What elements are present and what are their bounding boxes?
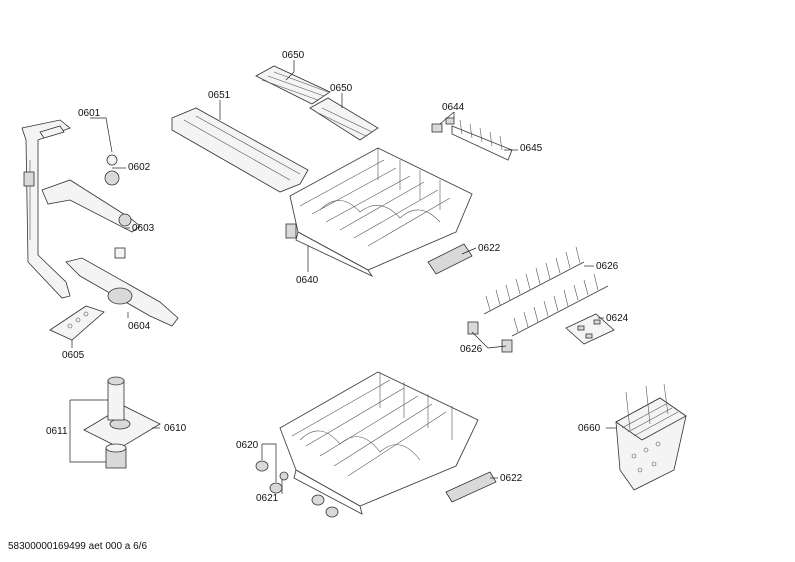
spray-pipe — [21, 119, 71, 299]
label-0650-top: 0650 — [282, 50, 305, 61]
label-0640: 0640 — [296, 275, 319, 286]
label-0626-upper: 0626 — [596, 261, 619, 272]
label-0610: 0610 — [164, 423, 187, 434]
filter-assembly — [83, 376, 161, 469]
lower-basket — [279, 371, 479, 515]
cutlery-basket-0660 — [615, 383, 687, 491]
label-0645: 0645 — [520, 143, 543, 154]
label-0611: 0611 — [46, 426, 68, 437]
label-0602: 0602 — [128, 162, 151, 173]
label-0605: 0605 — [62, 350, 85, 361]
cutlery-tray-0651 — [171, 107, 309, 193]
label-0660: 0660 — [578, 423, 601, 434]
label-0620: 0620 — [236, 440, 259, 451]
document-footer: 58300000169499 aet 000 a 6/6 — [8, 541, 148, 552]
leader-lines — [69, 60, 616, 494]
clip-0644 — [431, 117, 455, 133]
tine-row-0626-lower — [511, 273, 609, 337]
holder-0624 — [565, 313, 615, 345]
label-0626-lower: 0626 — [460, 344, 483, 355]
label-0622-lower: 0622 — [500, 473, 523, 484]
filter-cover-0605 — [49, 305, 105, 341]
part-labels: 0650 0650 0651 0644 0645 0601 0602 0603 … — [46, 50, 629, 504]
label-0622-upper: 0622 — [478, 243, 501, 254]
cutlery-tray-0650-bottom — [309, 97, 379, 141]
cutlery-tray-0650-top — [255, 65, 331, 105]
lower-spray-arm — [65, 247, 179, 327]
handle-0622-lower — [445, 471, 497, 503]
rack-insert-0645 — [451, 119, 513, 161]
label-0644: 0644 — [442, 102, 465, 113]
label-0601: 0601 — [78, 108, 101, 119]
handle-0622-upper — [427, 243, 473, 275]
tine-row-0626-upper — [483, 246, 585, 315]
upper-spray-arm — [41, 154, 141, 233]
label-0651: 0651 — [208, 90, 231, 101]
label-0621: 0621 — [256, 493, 279, 504]
label-0603: 0603 — [132, 223, 155, 234]
label-0624: 0624 — [606, 313, 629, 324]
label-0650-bottom: 0650 — [330, 83, 353, 94]
clips-0626 — [467, 321, 513, 353]
wheels-0620-0621 — [255, 460, 339, 518]
upper-basket — [285, 147, 473, 278]
label-0604: 0604 — [128, 321, 151, 332]
